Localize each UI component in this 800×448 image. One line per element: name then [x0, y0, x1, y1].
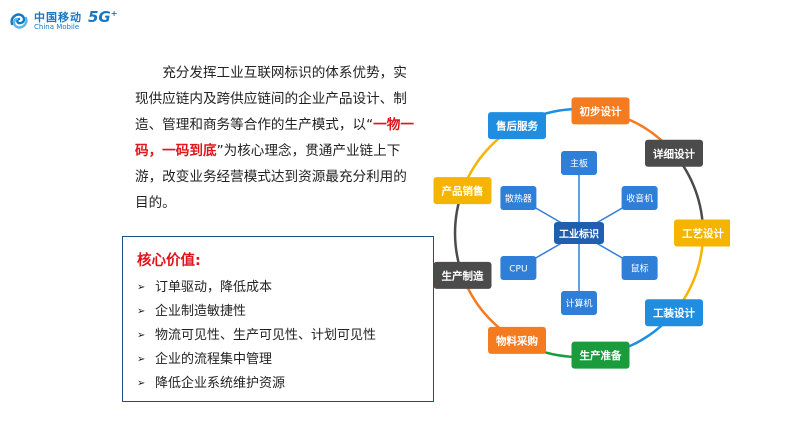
core-value-item-text: 企业制造敏捷性 [155, 304, 247, 319]
arrow-right-icon: ➢ [137, 378, 146, 389]
core-value-item: ➢ 订单驱动，降低成本 [137, 276, 433, 300]
center-node-box [554, 222, 604, 244]
outer-node-box [674, 219, 730, 247]
arrow-right-icon: ➢ [137, 306, 146, 317]
outer-node-label: 工装设计 [653, 307, 695, 320]
core-value-item: ➢ 企业制造敏捷性 [137, 300, 433, 324]
outer-node-box [488, 112, 546, 140]
arrow-right-icon: ➢ [137, 282, 146, 293]
outer-node-label: 工艺设计 [682, 227, 724, 240]
outer-node-label: 物料采购 [496, 334, 538, 347]
logo-english-name: China Mobile [34, 22, 80, 31]
outer-node-label: 初步设计 [580, 105, 622, 118]
intro-highlight: 一物一码，一码到底 [135, 117, 414, 159]
core-value-item: ➢ 降低企业系统维护资源 [137, 372, 433, 396]
inner-node-box [500, 256, 537, 280]
outer-node-box [645, 139, 703, 167]
core-value-title: 核心价值: [137, 253, 201, 269]
core-value-box: 核心价值: ➢ 订单驱动，降低成本 ➢ 企业制造敏捷性 ➢ 物流可见性、生产可见性、计… [122, 236, 434, 402]
outer-node-box [488, 326, 546, 354]
inner-node-label: 主板 [570, 158, 588, 170]
china-mobile-logo-icon [10, 13, 28, 29]
intro-text-before: 充分发挥工业互联网标识的体系优势，实现供应链内及跨供应链间的企业产品设计、制造、… [135, 65, 407, 133]
china-mobile-logo: 中国移动 China Mobile [8, 6, 82, 36]
outer-node-box [571, 341, 630, 369]
core-value-item-text: 物流可见性、生产可见性、计划可见性 [155, 328, 377, 343]
inner-node-box [561, 291, 597, 315]
intro-text-after: ”为核心理念，贯通产业链上下游，改变业务经营模式达到资源最充分利用的目的。 [135, 143, 407, 211]
intro-paragraph: 充分发挥工业互联网标识的体系优势，实现供应链内及跨供应链间的企业产品设计、制造、… [135, 60, 420, 216]
arrow-right-icon: ➢ [137, 354, 146, 365]
logo-chinese-name: 中国移动 [34, 10, 82, 24]
outer-node-box [645, 299, 703, 327]
inner-node-label: 收音机 [626, 193, 653, 205]
5g-logo-text: 5G [88, 8, 111, 26]
inner-node-box [621, 186, 658, 210]
center-node-label: 工业标识 [559, 228, 599, 241]
core-value-list: ➢ 订单驱动，降低成本 ➢ 企业制造敏捷性 ➢ 物流可见性、生产可见性、计划可见性 ➢… [137, 276, 433, 396]
outer-node-label: 产品销售 [442, 185, 484, 198]
core-value-item-text: 企业的流程集中管理 [155, 352, 273, 367]
outer-node-box [433, 261, 492, 289]
5g-logo-plus: + [110, 9, 118, 18]
outer-node-label: 生产制造 [442, 269, 484, 282]
inner-node-box [500, 186, 537, 210]
core-value-item: ➢ 企业的流程集中管理 [137, 348, 433, 372]
inner-node-box [561, 151, 597, 175]
outer-node-box [433, 177, 492, 205]
outer-node-label: 生产准备 [580, 349, 622, 362]
core-value-item: ➢ 物流可见性、生产可见性、计划可见性 [137, 324, 433, 348]
arrow-right-icon: ➢ [137, 330, 146, 341]
outer-node-label: 售后服务 [496, 120, 538, 133]
inner-node-box [621, 256, 658, 280]
outer-node-label: 详细设计 [653, 147, 695, 160]
5g-logo: 5G+ [88, 8, 117, 26]
inner-node-label: 散热器 [505, 193, 532, 205]
inner-node-label: CPU [509, 265, 527, 275]
core-value-item-text: 订单驱动，降低成本 [155, 280, 273, 295]
outer-node-box [571, 97, 630, 125]
inner-node-label: 鼠标 [631, 263, 649, 275]
inner-node-label: 计算机 [565, 298, 592, 310]
core-value-item-text: 降低企业系统维护资源 [155, 376, 286, 391]
